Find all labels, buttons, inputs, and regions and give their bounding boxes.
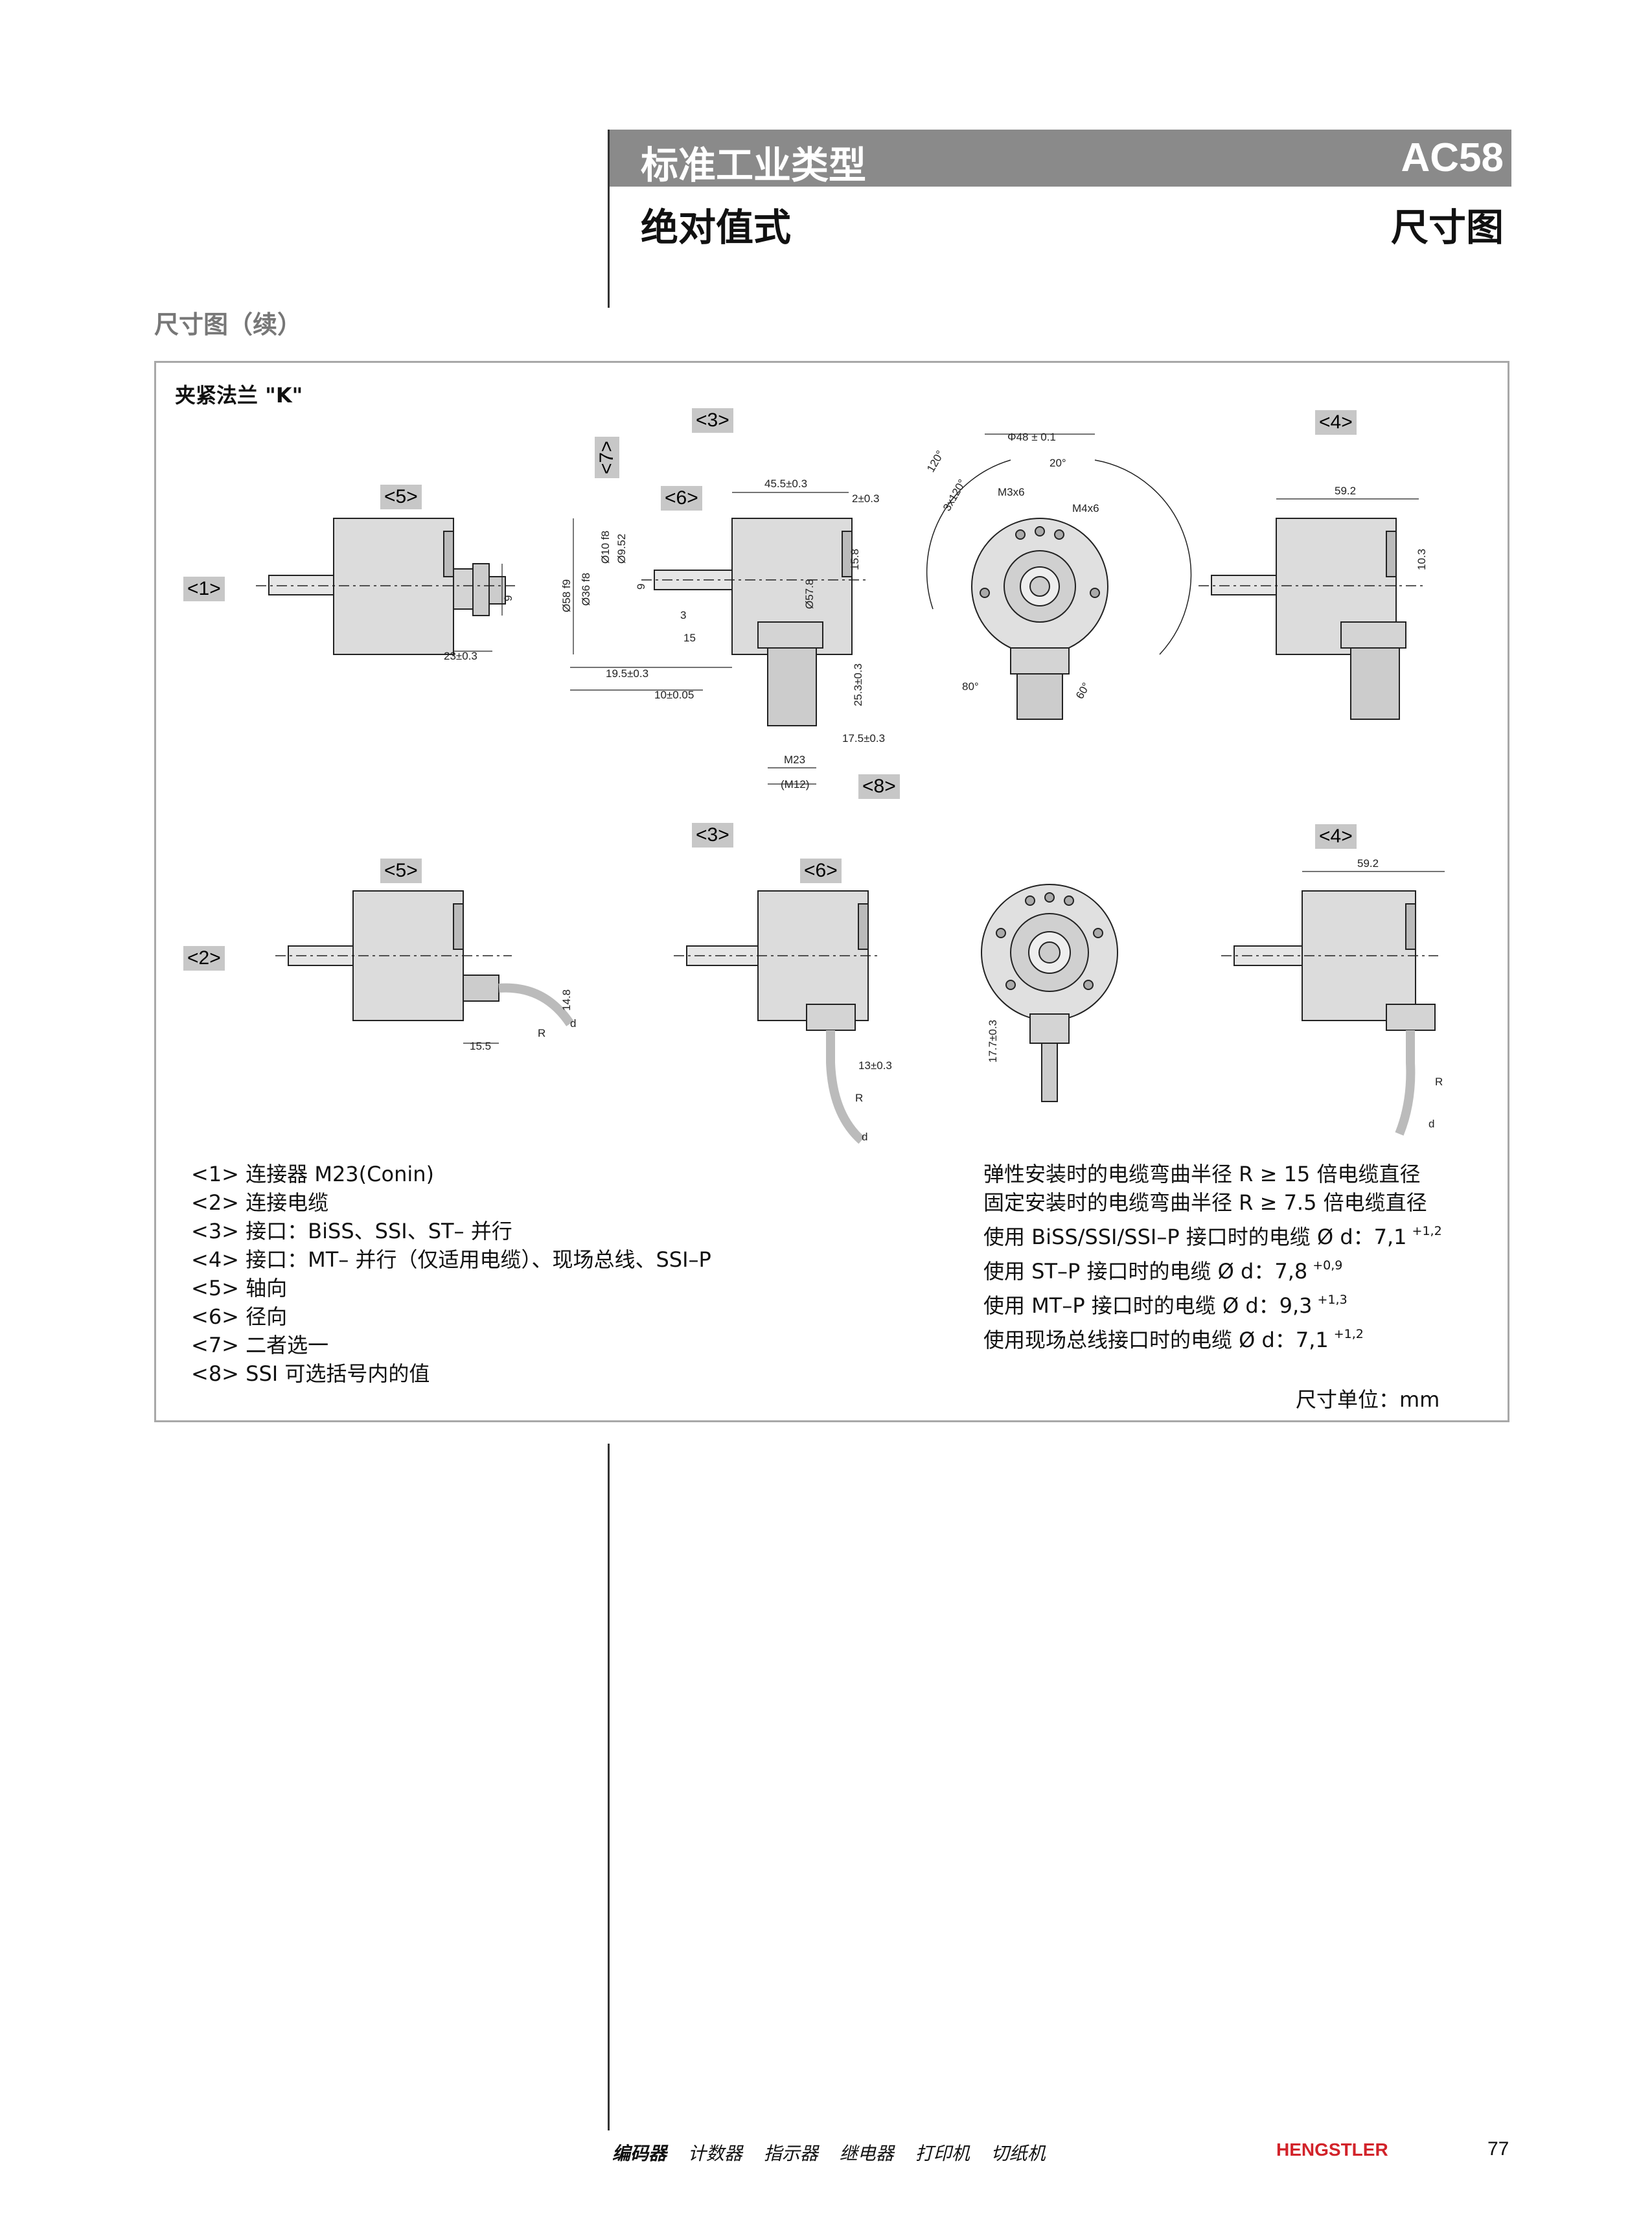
tag-7: <7> [595, 437, 619, 478]
footer-item[interactable]: 指示器 [763, 2143, 818, 2164]
encoder-axial-connector-view: 23±0.3 9 [256, 518, 518, 662]
legend-item: <8> SSI 可选括号内的值 [191, 1361, 430, 1386]
dim-9-52: Ø9.52 [615, 534, 628, 564]
label-d-2: d [862, 1131, 867, 1143]
encoder-side-cable-view-4: 59.2 R d [1221, 857, 1445, 1136]
tag-6b: <6> [800, 859, 842, 883]
dim-59-2a: 59.2 [1335, 485, 1356, 497]
footer-nav: 编码器 计数器 指示器 继电器 打印机 切纸机 [612, 2140, 1046, 2165]
tag-2: <2> [183, 946, 225, 971]
footer-active-item[interactable]: 编码器 [612, 2143, 667, 2164]
legend-item: <1> 连接器 M23(Conin) [191, 1162, 435, 1186]
tag-8: <8> [858, 774, 900, 799]
dim-10-3: 10.3 [1416, 549, 1428, 570]
dim-23: 23±0.3 [444, 650, 477, 662]
type-title: 绝对值式 [641, 205, 792, 249]
header-subtitle: 绝对值式 尺寸图 [610, 192, 1511, 250]
dim-m3x6: M3x6 [998, 486, 1025, 498]
dim-m4x6: M4x6 [1072, 502, 1099, 514]
footer-item[interactable]: 打印机 [915, 2143, 970, 2164]
dim-19-5: 19.5±0.3 [606, 667, 648, 680]
page-number: 77 [1487, 2138, 1509, 2160]
figure-title: 夹紧法兰 "K" [175, 383, 303, 408]
legend-item: <6> 径向 [191, 1304, 288, 1329]
note-line: 使用现场总线接口时的电缆 Ø d：7,1+1,2 [983, 1327, 1364, 1352]
dim-m12: (M12) [781, 778, 809, 790]
dim-3: 3 [680, 609, 686, 621]
dim-57-8: Ø57.8 [803, 579, 816, 609]
dim-9b: 9 [635, 584, 647, 590]
dim-59-2b: 59.2 [1357, 857, 1379, 870]
unit-note: 尺寸单位：mm [1296, 1387, 1440, 1412]
footer-item[interactable]: 切纸机 [991, 2143, 1046, 2164]
angle-60: 60° [1073, 680, 1092, 701]
tag-3a: <3> [692, 408, 733, 433]
brand-logo: HENGSTLER [1276, 2140, 1388, 2160]
footer-item[interactable]: 继电器 [839, 2143, 894, 2164]
legend-item: <7> 二者选一 [191, 1333, 329, 1357]
encoder-radial-connector-view: 45.5±0.3 2±0.3 15.8 Ø58 f9 Ø36 f8 Ø10 f8… [560, 478, 885, 790]
tag-5a: <5> [380, 485, 422, 509]
dim-25-3: 25.3±0.3 [852, 663, 864, 706]
cable-notes: 弹性安装时的电缆弯曲半径 R ≥ 15 倍电缆直径 固定安装时的电缆弯曲半径 R… [983, 1160, 1442, 1354]
dim-10-05: 10±0.05 [654, 689, 694, 701]
legend-item: <4> 接口：MT– 并行（仅适用电缆）、现场总线、SSI–P [191, 1247, 711, 1272]
label-r-2: R [855, 1092, 863, 1104]
section-name: 尺寸图 [1390, 205, 1504, 249]
dim-9: 9 [502, 595, 514, 601]
legend-list: <1> 连接器 M23(Conin) <2> 连接电缆 <3> 接口：BiSS、… [191, 1160, 711, 1388]
note-line: 弹性安装时的电缆弯曲半径 R ≥ 15 倍电缆直径 [983, 1162, 1421, 1186]
label-d-1: d [570, 1017, 576, 1030]
dim-phi48: Φ48 ± 0.1 [1007, 431, 1056, 443]
tag-3b: <3> [692, 823, 733, 848]
dim-2: 2±0.3 [852, 492, 879, 505]
tag-6a: <6> [661, 486, 702, 511]
dim-15: 15 [683, 632, 696, 644]
body-vertical-rule [608, 1444, 610, 2130]
tag-4b: <4> [1315, 824, 1357, 849]
header-vertical-rule [608, 130, 610, 308]
header-bar: 标准工业类型 AC58 [610, 130, 1511, 187]
tag-4a: <4> [1315, 410, 1357, 435]
note-line: 使用 ST–P 接口时的电缆 Ø d：7,8+0,9 [983, 1258, 1343, 1284]
legend-item: <2> 连接电缆 [191, 1190, 329, 1215]
section-title: 尺寸图（续） [154, 310, 303, 339]
tag-5b: <5> [380, 859, 422, 883]
encoder-front-view: Φ48 ± 0.1 120° 3x120° 20° M3x6 M4x6 80° … [924, 431, 1192, 720]
dim-15-5: 15.5 [470, 1040, 491, 1052]
encoder-axial-cable-view: 14.8 15.5 R d [275, 890, 576, 1052]
encoder-radial-cable-view: 13±0.3 R d [674, 890, 892, 1144]
model-name: AC58 [1401, 135, 1504, 180]
legend-item: <3> 接口：BiSS、SSI、ST– 并行 [191, 1219, 512, 1243]
tag-1: <1> [183, 577, 225, 601]
dim-36: Ø36 f8 [580, 573, 592, 606]
dim-45-5: 45.5±0.3 [764, 478, 807, 490]
note-line: 固定安装时的电缆弯曲半径 R ≥ 7.5 倍电缆直径 [983, 1190, 1427, 1215]
footer-item[interactable]: 计数器 [687, 2143, 742, 2164]
category-title: 标准工业类型 [641, 143, 867, 187]
angle-120: 120° [924, 448, 946, 474]
dim-17-7: 17.7±0.3 [987, 1020, 999, 1063]
label-d-3: d [1428, 1118, 1434, 1130]
dim-17-5: 17.5±0.3 [842, 732, 885, 744]
note-line: 使用 BiSS/SSI/SSI–P 接口时的电缆 Ø d：7,1+1,2 [983, 1224, 1442, 1249]
dim-13: 13±0.3 [858, 1059, 892, 1072]
angle-20: 20° [1050, 457, 1066, 469]
legend-item: <5> 轴向 [191, 1276, 288, 1300]
encoder-side-view-4: 59.2 10.3 [1199, 485, 1428, 720]
angle-3x120: 3x120° [941, 477, 969, 513]
dim-15-8: 15.8 [849, 549, 861, 570]
encoder-front-cable-view: 17.7±0.3 [981, 884, 1118, 1102]
dim-14-8: 14.8 [560, 989, 573, 1011]
note-line: 使用 MT–P 接口时的电缆 Ø d：9,3+1,3 [983, 1293, 1348, 1318]
label-r-3: R [1435, 1076, 1443, 1088]
dim-m23: M23 [784, 754, 805, 766]
angle-80: 80° [962, 680, 979, 693]
figure-frame [154, 361, 1509, 1422]
label-r-1: R [538, 1027, 545, 1039]
dim-58: Ø58 f9 [560, 579, 573, 612]
dim-10: Ø10 f8 [599, 531, 612, 564]
